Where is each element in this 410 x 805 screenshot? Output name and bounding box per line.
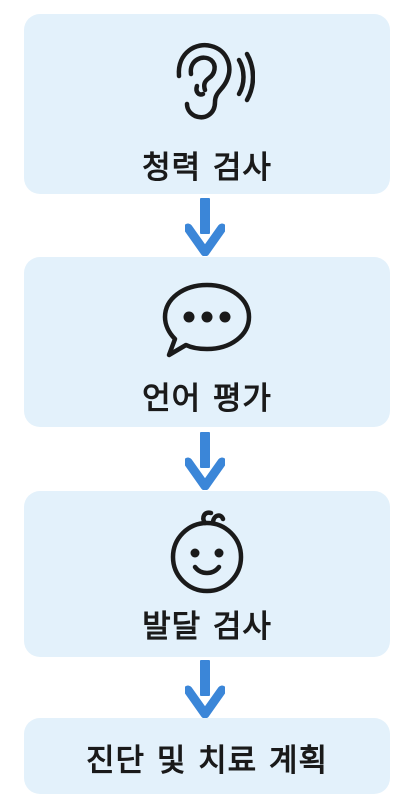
step-label: 언어 평가 <box>142 381 272 417</box>
baby-face-icon <box>170 510 244 594</box>
step-label: 발달 검사 <box>142 609 272 645</box>
step-card-developmental-test: 발달 검사 <box>24 491 390 657</box>
step-label: 청력 검사 <box>142 150 272 186</box>
ear-icon <box>176 42 255 120</box>
arrow-down-icon <box>185 660 225 718</box>
step-label: 진단 및 치료 계획 <box>85 743 329 779</box>
step-card-hearing-test: 청력 검사 <box>24 14 390 194</box>
speech-bubble-icon <box>162 282 252 358</box>
step-card-language-evaluation: 언어 평가 <box>24 257 390 427</box>
arrow-down-icon <box>185 198 225 256</box>
step-card-diagnosis-treatment-plan: 진단 및 치료 계획 <box>24 718 390 794</box>
arrow-down-icon <box>185 432 225 490</box>
